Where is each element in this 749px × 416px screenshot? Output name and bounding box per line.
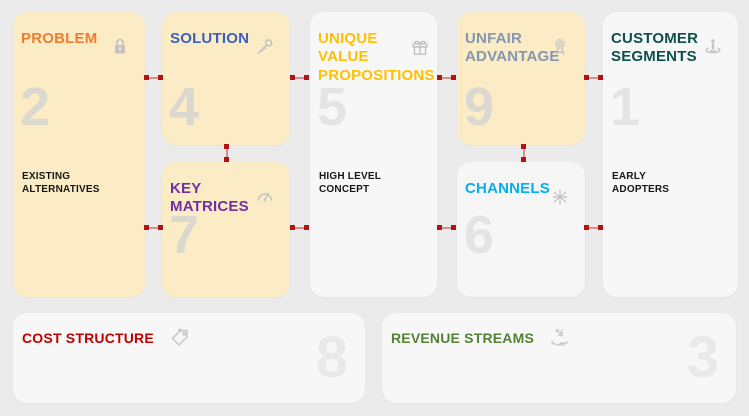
card-unique-value-propositions-title: UNIQUE VALUE PROPOSITIONS bbox=[318, 30, 435, 84]
card-solution[interactable]: SOLUTION 4 bbox=[162, 12, 290, 145]
connector-unfair-customer bbox=[584, 75, 603, 80]
person-target-icon bbox=[702, 36, 724, 58]
card-customer-segments-number: 1 bbox=[610, 77, 640, 137]
connector-key-uvp bbox=[290, 225, 309, 230]
card-customer-segments-title: CUSTOMER SEGMENTS bbox=[611, 30, 699, 66]
connector-problem-key bbox=[144, 225, 163, 230]
connector-unfair-channels bbox=[521, 144, 526, 162]
card-unfair-advantage[interactable]: UNFAIR ADVANTAGE 9 bbox=[457, 12, 585, 145]
high-level-concept-label: HIGH LEVEL CONCEPT bbox=[319, 171, 381, 196]
card-channels-title: CHANNELS bbox=[465, 180, 550, 197]
network-icon bbox=[549, 186, 571, 208]
card-problem-title: PROBLEM bbox=[21, 30, 98, 47]
card-key-matrices[interactable]: KEY MATRICES 7 bbox=[162, 162, 290, 297]
card-unique-value-propositions[interactable]: UNIQUE VALUE PROPOSITIONS 5 HIGH LEVEL C… bbox=[310, 12, 437, 297]
early-adopters-label: EARLY ADOPTERS bbox=[612, 171, 670, 196]
card-revenue-streams-title: REVENUE STREAMS bbox=[391, 330, 535, 346]
card-key-matrices-title: KEY MATRICES bbox=[170, 180, 249, 216]
card-cost-structure-title: COST STRUCTURE bbox=[22, 330, 154, 346]
card-revenue-streams[interactable]: REVENUE STREAMS 3 bbox=[382, 313, 736, 403]
card-cost-structure-number: 8 bbox=[315, 325, 348, 390]
connector-problem-solution bbox=[144, 75, 163, 80]
award-ribbon-icon bbox=[549, 36, 571, 58]
card-problem-number: 2 bbox=[20, 77, 50, 137]
connector-uvp-unfair bbox=[437, 75, 456, 80]
gauge-icon bbox=[254, 186, 276, 208]
card-solution-number: 4 bbox=[169, 77, 199, 137]
card-customer-segments[interactable]: CUSTOMER SEGMENTS 1 EARLY ADOPTERS bbox=[603, 12, 738, 297]
connector-channels-customer bbox=[584, 225, 603, 230]
price-tag-icon bbox=[168, 326, 192, 350]
card-unfair-advantage-number: 9 bbox=[464, 77, 494, 137]
lock-icon bbox=[109, 36, 131, 58]
percent-hand-icon bbox=[548, 326, 572, 350]
card-channels[interactable]: CHANNELS 6 bbox=[457, 162, 585, 297]
gift-icon bbox=[409, 36, 431, 58]
card-key-matrices-number: 7 bbox=[169, 205, 199, 265]
card-revenue-streams-number: 3 bbox=[686, 325, 719, 390]
card-channels-number: 6 bbox=[464, 205, 494, 265]
card-cost-structure[interactable]: COST STRUCTURE 8 bbox=[13, 313, 365, 403]
card-unfair-advantage-title: UNFAIR ADVANTAGE bbox=[465, 30, 560, 66]
card-solution-title: SOLUTION bbox=[170, 30, 250, 47]
connector-solution-key bbox=[224, 144, 229, 162]
card-problem[interactable]: PROBLEM 2 EXISTING ALTERNATIVES bbox=[13, 12, 145, 297]
connector-uvp-channels bbox=[437, 225, 456, 230]
key-icon bbox=[254, 36, 276, 58]
card-unique-value-propositions-number: 5 bbox=[317, 77, 347, 137]
existing-alternatives-label: EXISTING ALTERNATIVES bbox=[22, 171, 100, 196]
connector-solution-uvp bbox=[290, 75, 309, 80]
